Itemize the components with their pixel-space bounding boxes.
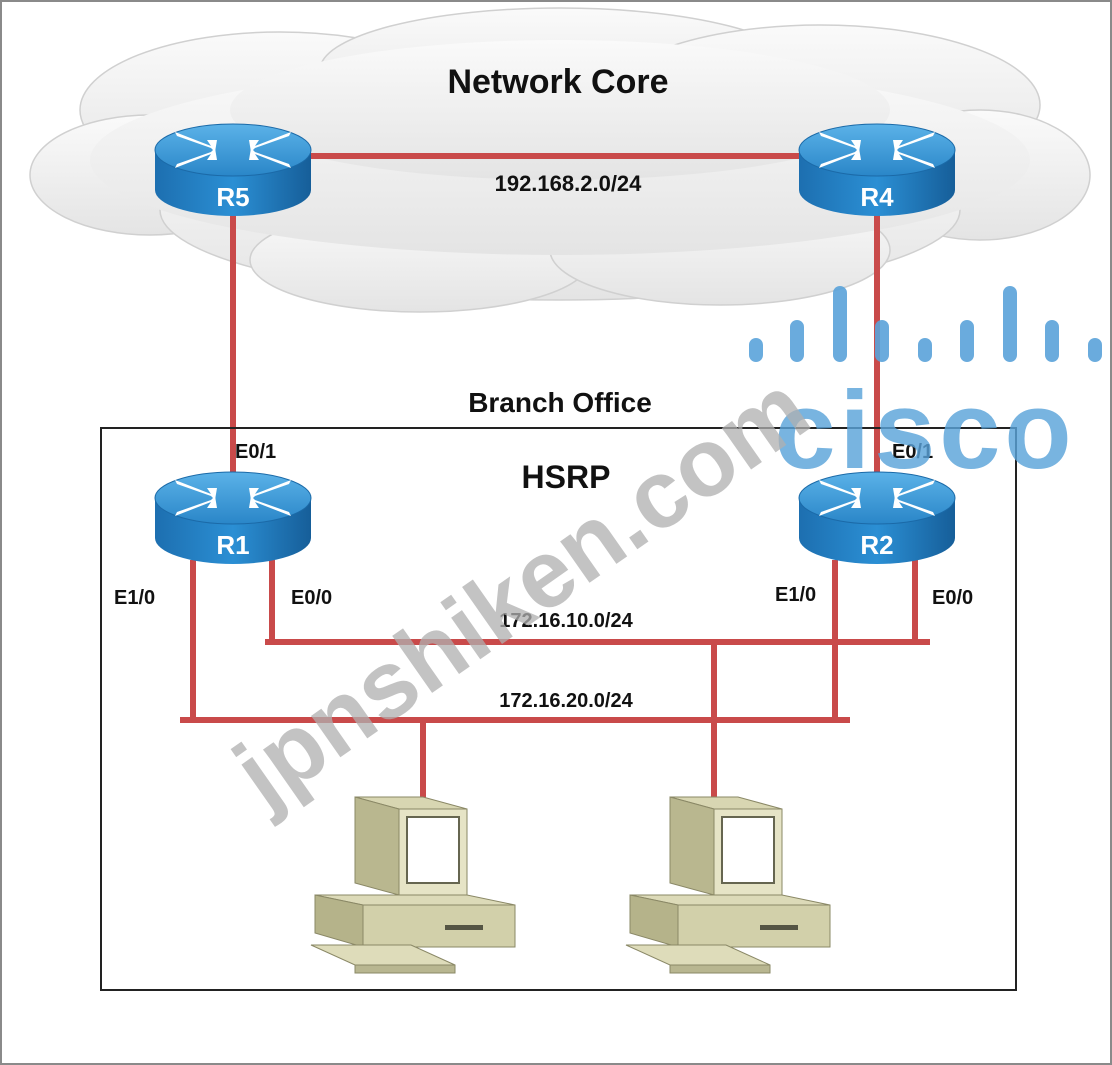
branch-office-box	[100, 427, 1017, 991]
router-r2[interactable]: R2	[798, 471, 956, 565]
router-r2-label: R2	[860, 530, 893, 560]
router-r5[interactable]: R5	[154, 123, 312, 217]
branch-office-label: Branch Office	[468, 387, 652, 418]
hsrp-label: HSRP	[522, 459, 611, 495]
router-r4[interactable]: R4	[798, 123, 956, 217]
subnet-core-label: 192.168.2.0/24	[495, 171, 643, 196]
router-r1[interactable]: R1	[154, 471, 312, 565]
router-r4-label: R4	[860, 182, 894, 212]
r1-e00-label: E0/0	[291, 587, 332, 609]
r1-e10-label: E1/0	[114, 587, 155, 609]
network-links	[180, 153, 930, 800]
r2-e00-label: E0/0	[932, 587, 973, 609]
subnet-lan-b-label: 172.16.20.0/24	[499, 690, 633, 712]
r2-e10-label: E1/0	[775, 584, 816, 606]
subnet-lan-a-label: 172.16.10.0/24	[499, 610, 633, 632]
network-core-label: Network Core	[447, 63, 668, 101]
router-r1-label: R1	[216, 530, 249, 560]
cisco-logo-watermark: cisco	[749, 286, 1102, 492]
r2-e01-label: E0/1	[892, 441, 933, 463]
cisco-logo-text: cisco	[774, 369, 1075, 492]
r1-e01-label: E0/1	[235, 441, 276, 463]
router-r5-label: R5	[216, 182, 249, 212]
